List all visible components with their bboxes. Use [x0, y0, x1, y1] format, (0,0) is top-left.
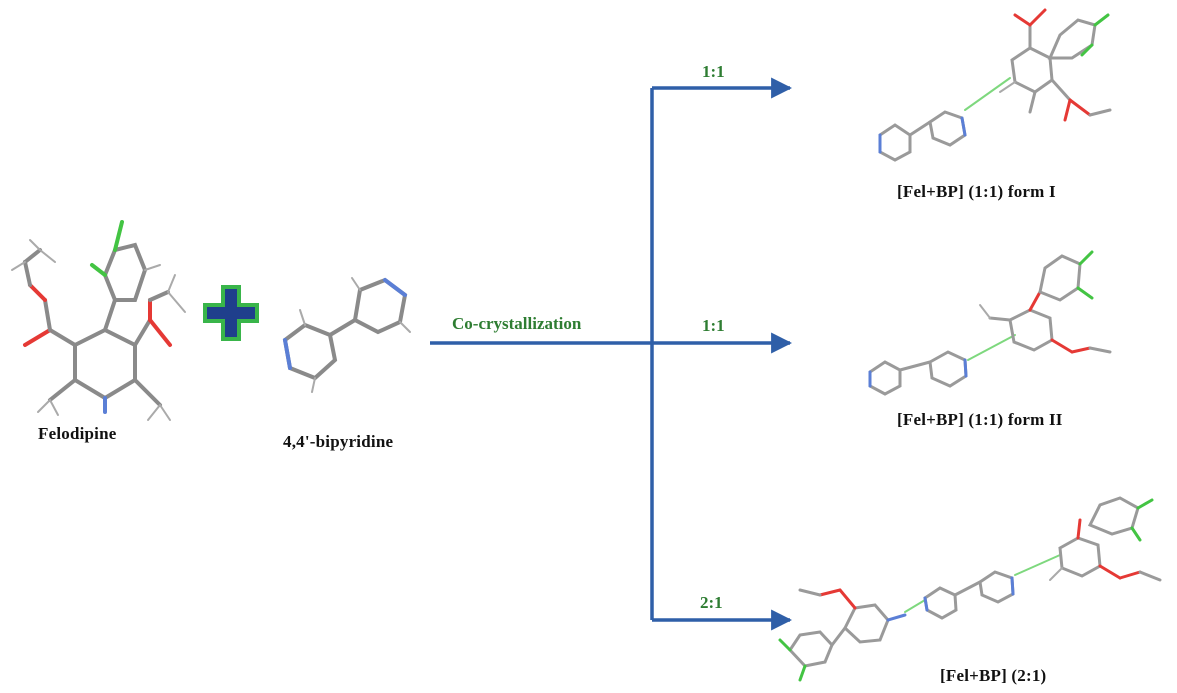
- process-label: Co-crystallization: [452, 314, 582, 333]
- plus-icon: [203, 285, 259, 341]
- bipyridine-molecule: [282, 277, 411, 393]
- bipyridine-label: 4,4'-bipyridine: [283, 432, 394, 451]
- product-form-1-label: [Fel+BP] (1:1) form I: [897, 182, 1056, 201]
- branch-3-ratio: 2:1: [700, 593, 723, 612]
- branch-2-ratio: 1:1: [702, 316, 725, 335]
- felodipine-molecule: [11, 220, 186, 421]
- product-form-2-structure: [868, 250, 1112, 396]
- product-2-1-label: [Fel+BP] (2:1): [940, 666, 1047, 685]
- product-form-1-structure: [878, 8, 1112, 162]
- reaction-arrows: [430, 77, 793, 631]
- felodipine-label: Felodipine: [38, 424, 117, 443]
- product-form-2-label: [Fel+BP] (1:1) form II: [897, 410, 1063, 429]
- product-2-1-structure: [778, 496, 1162, 682]
- branch-1-ratio: 1:1: [702, 62, 725, 81]
